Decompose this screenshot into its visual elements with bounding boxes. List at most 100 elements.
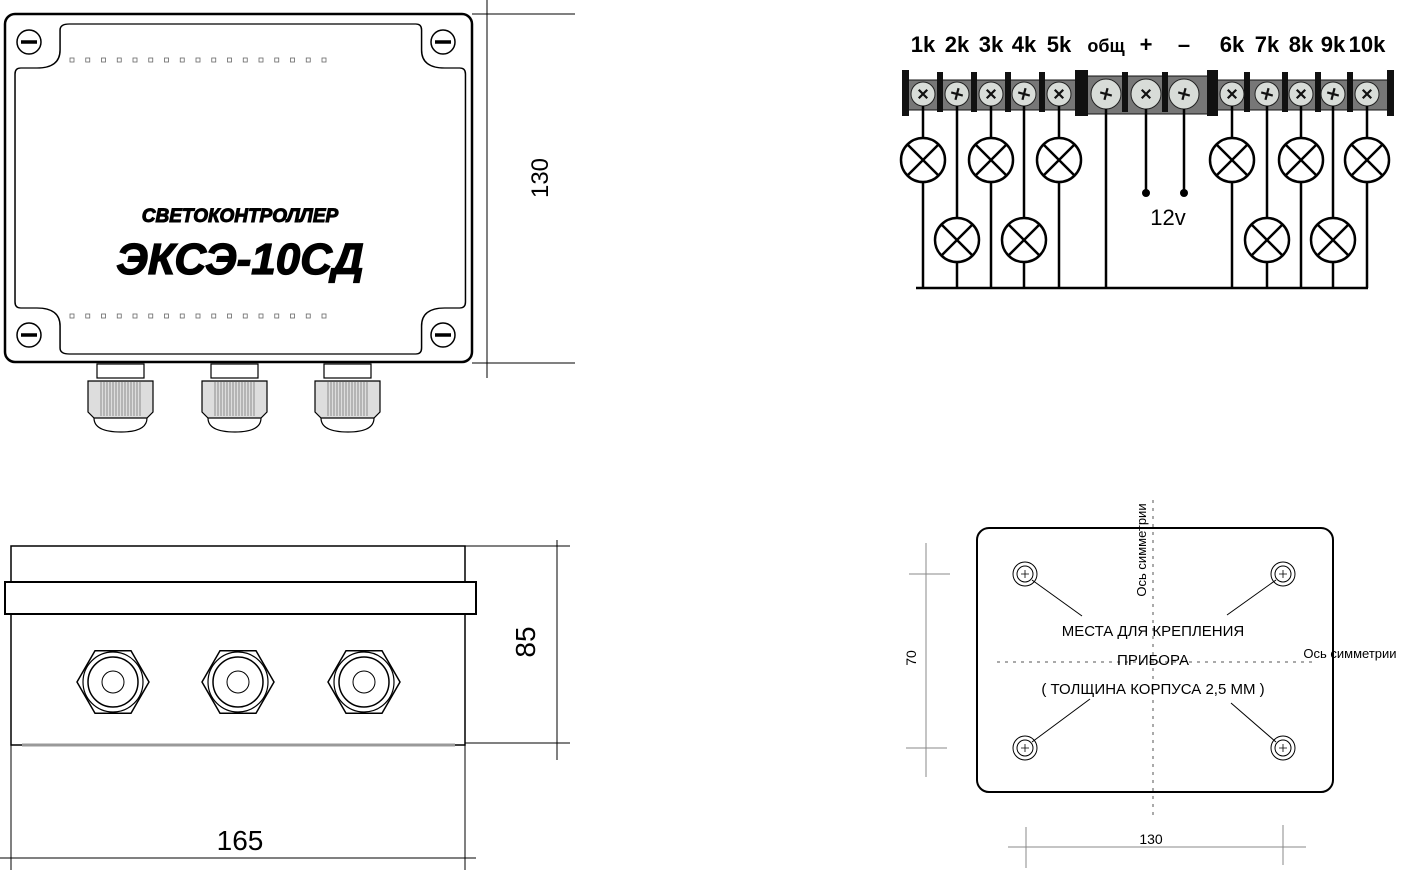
vent-dot [258,313,264,319]
lamp-icon [1277,136,1325,184]
vent-dot [164,57,169,63]
lamp-icon [933,216,981,264]
terminal-13: 10k [1343,32,1391,288]
vent-dot [85,313,91,319]
gland-hex-nut [327,650,401,714]
terminal-label: 9k [1321,32,1346,57]
terminal-12: 9k [1309,32,1357,288]
cable-glands [87,363,381,433]
vent-dot [258,57,264,63]
vent-dot [164,313,169,319]
mounting-plan [906,500,1334,868]
vent-dot [148,57,154,63]
vent-dot [227,57,232,63]
vent-dot [305,57,311,63]
terminal-label: 10k [1349,32,1386,57]
terminal-label: – [1178,32,1190,57]
terminal-1: 1k [899,32,947,288]
lamp-icon [1208,136,1256,184]
lid-screws [16,29,456,348]
device-label-line2: ЭКСЭ-10СД [116,235,364,284]
cable-gland [314,363,381,433]
vent-dot [242,313,248,319]
cable-gland [201,363,268,433]
terminal-9: 6k [1208,32,1256,288]
terminal-10: 7k [1243,32,1291,288]
side-view [0,540,570,870]
terminal-8: – [1168,32,1200,197]
terminal-11: 8k [1277,32,1325,288]
lamp-icon [899,136,947,184]
lamp-icon [1000,216,1048,264]
terminal-3: 3k [967,32,1015,288]
vent-dot [195,57,201,63]
terminal-label: 4k [1012,32,1037,57]
terminal-2: 2k [933,32,981,288]
terminal-label: 2k [945,32,970,57]
horizontal-axis-label: Ось симметрии [1303,646,1396,661]
top-height-dimension: 130 [527,158,554,198]
screw-icon [430,29,456,55]
terminal-label: 1k [911,32,936,57]
vent-dot [179,57,185,63]
side-height-dimension: 85 [510,626,541,657]
vent-dot [290,313,295,319]
supply-voltage-label: 12v [1150,205,1185,230]
side-width-dimension: 165 [217,825,264,856]
mounting-height-dimension: 70 [903,650,919,666]
vent-dot [211,57,217,63]
screw-icon [430,322,456,348]
vent-dot [132,57,138,63]
mounting-width-dimension: 130 [1139,831,1163,847]
vertical-axis-label: Ось симметрии [1134,503,1149,596]
terminal-label: + [1140,32,1153,57]
vent-dot [274,313,280,319]
lamp-icon [967,136,1015,184]
vent-dot [274,57,280,63]
lamp-icon [1309,216,1357,264]
screw-icon [16,29,42,55]
terminal-4: 4k [1000,32,1048,288]
vent-dot [211,313,217,319]
lamp-icon [1343,136,1391,184]
mounting-note-line1: МЕСТА ДЛЯ КРЕПЛЕНИЯ [1062,623,1245,640]
vent-dot [116,57,122,63]
vent-dot [85,57,91,63]
top-view [3,0,575,433]
vent-dot [132,313,138,319]
lamp-icon [1243,216,1291,264]
enclosure-outline [3,12,474,364]
vent-dot [290,57,295,63]
mounting-note-line3: ( ТОЛЩИНА КОРПУСА 2,5 ММ ) [1041,681,1264,698]
gland-hex-nut [201,650,275,714]
terminal-label: 6k [1220,32,1245,57]
vent-dot [321,313,327,319]
terminal-label: 7k [1255,32,1280,57]
supply-terminal-dot [1180,189,1188,197]
vent-dot [305,313,311,319]
supply-terminal-dot [1142,189,1150,197]
vent-dot [321,57,327,63]
gland-hex-nut [76,650,150,714]
device-label-line1: СВЕТОКОНТРОЛЛЕР [142,206,339,227]
terminal-label: 3k [979,32,1004,57]
mounting-holes [1012,561,1296,761]
mounting-hole-icon [1270,561,1296,587]
vent-dot [116,313,122,319]
vent-dot [69,313,75,319]
vent-dots [69,57,327,319]
lamp-icon [1035,136,1083,184]
terminal-label: 5k [1047,32,1072,57]
vent-dot [101,313,106,319]
side-cable-glands [76,650,401,714]
vent-dot [242,57,248,63]
terminal-5: 5k [1035,32,1083,288]
terminal-label: общ [1087,36,1125,56]
vent-dot [179,313,185,319]
mounting-hole-icon [1270,735,1296,761]
screw-icon [16,322,42,348]
mounting-note-line2: ПРИБОРА [1117,652,1189,669]
vent-dot [195,313,201,319]
